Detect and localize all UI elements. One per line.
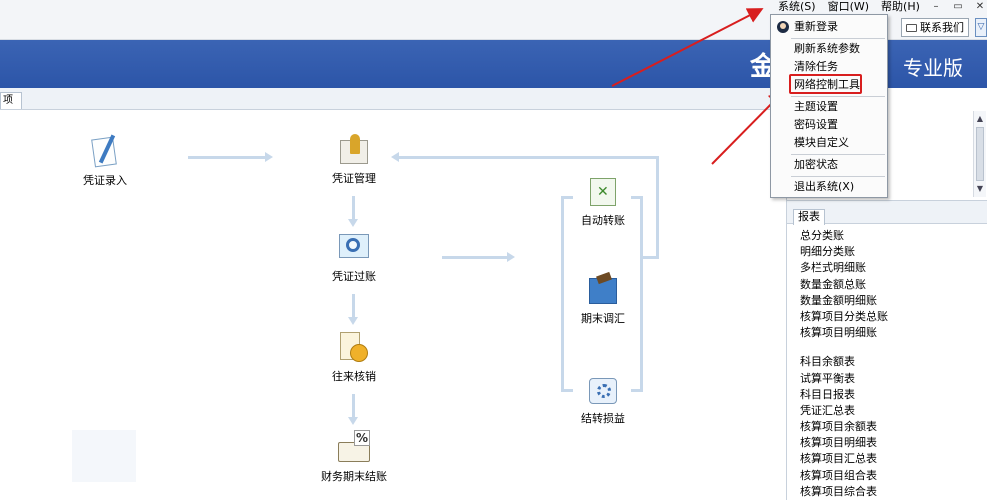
flow-line-return-vertical — [656, 156, 659, 258]
auto-transfer-label: 自动转账 — [581, 214, 625, 227]
system-menu-dropdown: 重新登录 刷新系统参数 清除任务 网络控制工具 主题设置 密码设置 模块自定义 … — [770, 14, 888, 198]
tab-home[interactable]: 项 — [0, 92, 22, 109]
menu-item-password[interactable]: 密码设置 — [794, 118, 838, 131]
tab-strip: 项 — [0, 88, 790, 110]
menu-item-network-tool[interactable]: 网络控制工具 — [794, 78, 860, 91]
reconcile-label: 往来核销 — [332, 370, 376, 383]
node-voucher-manage[interactable]: 凭证管理 — [309, 132, 399, 186]
node-reconcile[interactable]: 往来核销 — [309, 330, 399, 384]
menu-bar: 系统(S) 窗口(W) 帮助(H) — [772, 0, 926, 14]
flow-arrow-manage-post — [348, 196, 358, 227]
menu-separator — [791, 38, 885, 39]
report-item[interactable]: 核算项目组合表 — [800, 468, 877, 482]
bracket-right — [640, 196, 643, 392]
menu-item-clear-tasks[interactable]: 清除任务 — [794, 60, 838, 73]
window-controls: – ▭ ✕ — [925, 0, 987, 14]
report-item[interactable]: 核算项目明细账 — [800, 326, 877, 340]
menu-item-theme[interactable]: 主题设置 — [794, 100, 838, 113]
message-icon — [906, 23, 917, 32]
scroll-up-icon[interactable]: ▲ — [976, 114, 984, 123]
bracket-right-bottom — [631, 389, 643, 392]
report-item[interactable]: 明细分类账 — [800, 245, 855, 259]
contact-us-button[interactable]: 联系我们 — [901, 18, 969, 37]
user-icon — [777, 21, 789, 33]
menu-item-encryption[interactable]: 加密状态 — [794, 158, 838, 171]
flow-arrow-post-reconcile — [348, 294, 358, 325]
report-item[interactable]: 科目日报表 — [800, 387, 855, 401]
menu-item-refresh-params[interactable]: 刷新系统参数 — [794, 42, 860, 55]
menu-item-label: 重新登录 — [794, 20, 838, 33]
voucher-entry-label: 凭证录入 — [83, 174, 127, 187]
voucher-manage-icon — [336, 132, 372, 168]
reconcile-icon — [336, 330, 372, 366]
highlight-box — [789, 74, 862, 94]
report-item[interactable]: 数量金额总账 — [800, 277, 866, 291]
menu-item-exit[interactable]: 退出系统(X) — [794, 180, 855, 193]
menu-help[interactable]: 帮助(H) — [881, 0, 920, 13]
edition-label: 专业版 — [903, 56, 963, 80]
pnl-transfer-label: 结转损益 — [581, 412, 625, 425]
right-panel-scrollbar[interactable]: ▲ ▼ — [973, 111, 986, 197]
menu-window[interactable]: 窗口(W) — [827, 0, 870, 13]
menu-separator — [791, 96, 885, 97]
bracket-left — [561, 196, 564, 392]
flow-arrow-return-manage — [391, 152, 659, 162]
menu-item-relogin[interactable]: 重新登录 — [772, 18, 887, 36]
report-item[interactable]: 总分类账 — [800, 229, 844, 242]
reports-list: 总分类账 明细分类账 多栏式明细账 数量金额总账 数量金额明细账 核算项目分类总… — [800, 228, 888, 500]
workflow-canvas: 凭证录入 凭证管理 凭证过账 往来核销 % 财务期末结账 ✕ 自动转账 期末调汇… — [0, 110, 786, 500]
report-item[interactable]: 数量金额明细账 — [800, 293, 877, 307]
close-button[interactable]: ✕ — [975, 1, 985, 12]
report-item[interactable]: 试算平衡表 — [800, 371, 855, 385]
contact-us-label: 联系我们 — [920, 21, 964, 34]
voucher-post-label: 凭证过账 — [332, 270, 376, 283]
reports-header: 报表 — [787, 200, 987, 225]
scroll-thumb[interactable] — [976, 127, 984, 181]
period-close-icon: % — [336, 430, 372, 466]
period-adjust-icon — [585, 271, 621, 308]
menu-separator — [791, 176, 885, 177]
bracket-left-bottom — [561, 389, 573, 392]
node-period-close[interactable]: % 财务期末结账 — [309, 430, 399, 484]
period-close-label: 财务期末结账 — [321, 470, 387, 483]
report-item[interactable]: 科目余额表 — [800, 355, 855, 369]
list-gap — [800, 341, 888, 354]
node-voucher-entry[interactable]: 凭证录入 — [60, 134, 150, 188]
voucher-post-icon — [336, 230, 372, 266]
voucher-manage-label: 凭证管理 — [332, 172, 376, 185]
bracket-left-top — [561, 196, 573, 199]
flow-arrow-post-bracket — [442, 252, 515, 262]
node-period-adjust[interactable]: 期末调汇 — [558, 271, 648, 326]
menu-item-module-custom[interactable]: 模块自定义 — [794, 136, 849, 149]
voucher-entry-icon — [87, 134, 123, 170]
bracket-right-top — [631, 196, 643, 199]
node-auto-transfer[interactable]: ✕ 自动转账 — [558, 174, 648, 228]
report-item[interactable]: 凭证汇总表 — [800, 403, 855, 417]
period-adjust-label: 期末调汇 — [581, 312, 625, 325]
report-item[interactable]: 核算项目明细表 — [800, 436, 877, 450]
bracket-right-link — [640, 256, 659, 259]
report-item[interactable]: 核算项目汇总表 — [800, 452, 877, 466]
minimize-button[interactable]: – — [933, 1, 939, 12]
node-pnl-transfer[interactable]: 结转损益 — [558, 372, 648, 426]
restore-button[interactable]: ▭ — [953, 1, 963, 12]
report-item[interactable]: 核算项目余额表 — [800, 420, 877, 434]
tab-reports[interactable]: 报表 — [793, 209, 825, 225]
menu-separator — [791, 154, 885, 155]
report-item[interactable]: 核算项目综合表 — [800, 484, 877, 498]
chevron-down-icon[interactable]: ▽ — [975, 18, 987, 37]
report-item[interactable]: 多栏式明细账 — [800, 261, 866, 275]
flow-arrow-reconcile-close — [348, 394, 358, 425]
auto-transfer-icon: ✕ — [585, 174, 621, 210]
faint-panel — [72, 430, 136, 482]
scroll-down-icon[interactable]: ▼ — [976, 184, 984, 193]
node-voucher-post[interactable]: 凭证过账 — [309, 230, 399, 284]
pnl-transfer-icon — [585, 372, 621, 408]
flow-arrow-entry-manage — [188, 152, 273, 162]
report-item[interactable]: 核算项目分类总账 — [800, 309, 888, 323]
menu-system[interactable]: 系统(S) — [778, 0, 816, 13]
